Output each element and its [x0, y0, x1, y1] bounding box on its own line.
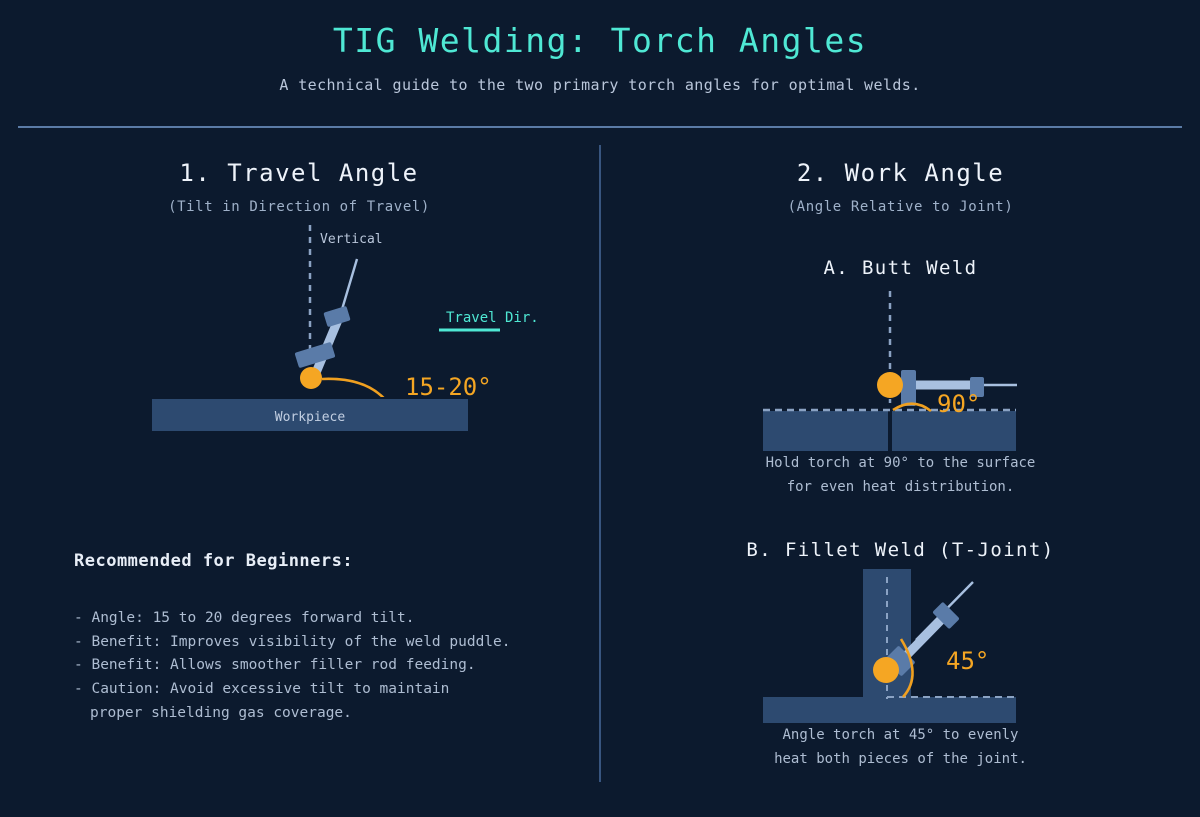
- arc-ball: [300, 367, 322, 389]
- torch-travel: [294, 258, 359, 389]
- torch-fillet: [873, 581, 974, 683]
- work-angle-panel: 2. Work Angle (Angle Relative to Joint) …: [601, 145, 1200, 771]
- page-title: TIG Welding: Torch Angles: [332, 21, 868, 60]
- page-header: TIG Welding: Torch Angles A technical gu…: [0, 0, 1200, 96]
- arc-ball: [873, 657, 899, 683]
- torch-collar: [323, 306, 351, 327]
- header-divider: [18, 126, 1182, 128]
- beginner-notes: Recommended for Beginners: - Angle: 15 t…: [74, 549, 554, 726]
- butt-weld-diagram: 90°: [763, 291, 1017, 451]
- torch-nozzle: [294, 342, 336, 368]
- travel-angle-arc: [321, 377, 385, 397]
- fillet-weld-heading: B. Fillet Weld (T-Joint): [746, 539, 1055, 561]
- fillet-weld-caption-line1: Angle torch at 45° to evenly: [782, 727, 1019, 743]
- arc-ball: [877, 372, 903, 398]
- torch-butt: [877, 370, 1017, 406]
- torch-nozzle: [901, 370, 916, 406]
- fillet-weld-diagram: 45°: [763, 569, 1016, 723]
- travel-workpiece: Workpiece: [152, 399, 468, 431]
- torch-nozzle: [885, 646, 915, 676]
- fillet-weld-caption-line2: heat both pieces of the joint.: [774, 751, 1027, 767]
- list-item: - Benefit: Improves visibility of the we…: [74, 633, 511, 650]
- butt-weld-caption-line1: Hold torch at 90° to the surface: [765, 455, 1036, 471]
- work-angle-subheading: (Angle Relative to Joint): [787, 199, 1014, 215]
- vertical-label: Vertical: [320, 232, 383, 247]
- fillet-plate-horizontal: [763, 697, 1016, 723]
- torch-collar: [970, 377, 984, 397]
- list-item: - Benefit: Allows smoother filler rod fe…: [74, 657, 476, 674]
- travel-angle-heading: 1. Travel Angle: [179, 159, 419, 187]
- workpiece-label: Workpiece: [275, 410, 346, 425]
- butt-plate-right: [892, 411, 1016, 451]
- butt-weld-caption-line2: for even heat distribution.: [786, 479, 1015, 495]
- page-subtitle: A technical guide to the two primary tor…: [279, 76, 921, 94]
- notes-title: Recommended for Beginners:: [74, 551, 354, 571]
- fillet-angle-arc: [899, 638, 914, 698]
- butt-plate-left: [763, 411, 888, 451]
- travel-direction-label: Travel Dir.: [446, 310, 539, 326]
- travel-angle-panel: 1. Travel Angle (Tilt in Direction of Tr…: [0, 145, 598, 721]
- butt-angle-arc: [892, 402, 932, 413]
- butt-angle-value: 90°: [937, 390, 980, 418]
- list-item: - Caution: Avoid excessive tilt to maint…: [74, 681, 450, 721]
- work-angle-heading: 2. Work Angle: [796, 159, 1005, 187]
- travel-angle-diagram: Vertical Travel Dir. 15-20°: [294, 225, 539, 397]
- list-item: - Angle: 15 to 20 degrees forward tilt.: [74, 610, 415, 626]
- travel-angle-value: 15-20°: [405, 373, 492, 397]
- notes-list: - Angle: 15 to 20 degrees forward tilt. …: [74, 573, 554, 726]
- torch-collar: [933, 602, 959, 629]
- workpiece-plate: [152, 399, 468, 431]
- fillet-angle-value: 45°: [946, 647, 989, 675]
- travel-angle-subheading: (Tilt in Direction of Travel): [168, 199, 430, 215]
- butt-weld-heading: A. Butt Weld: [823, 257, 978, 279]
- column-divider: [599, 145, 601, 782]
